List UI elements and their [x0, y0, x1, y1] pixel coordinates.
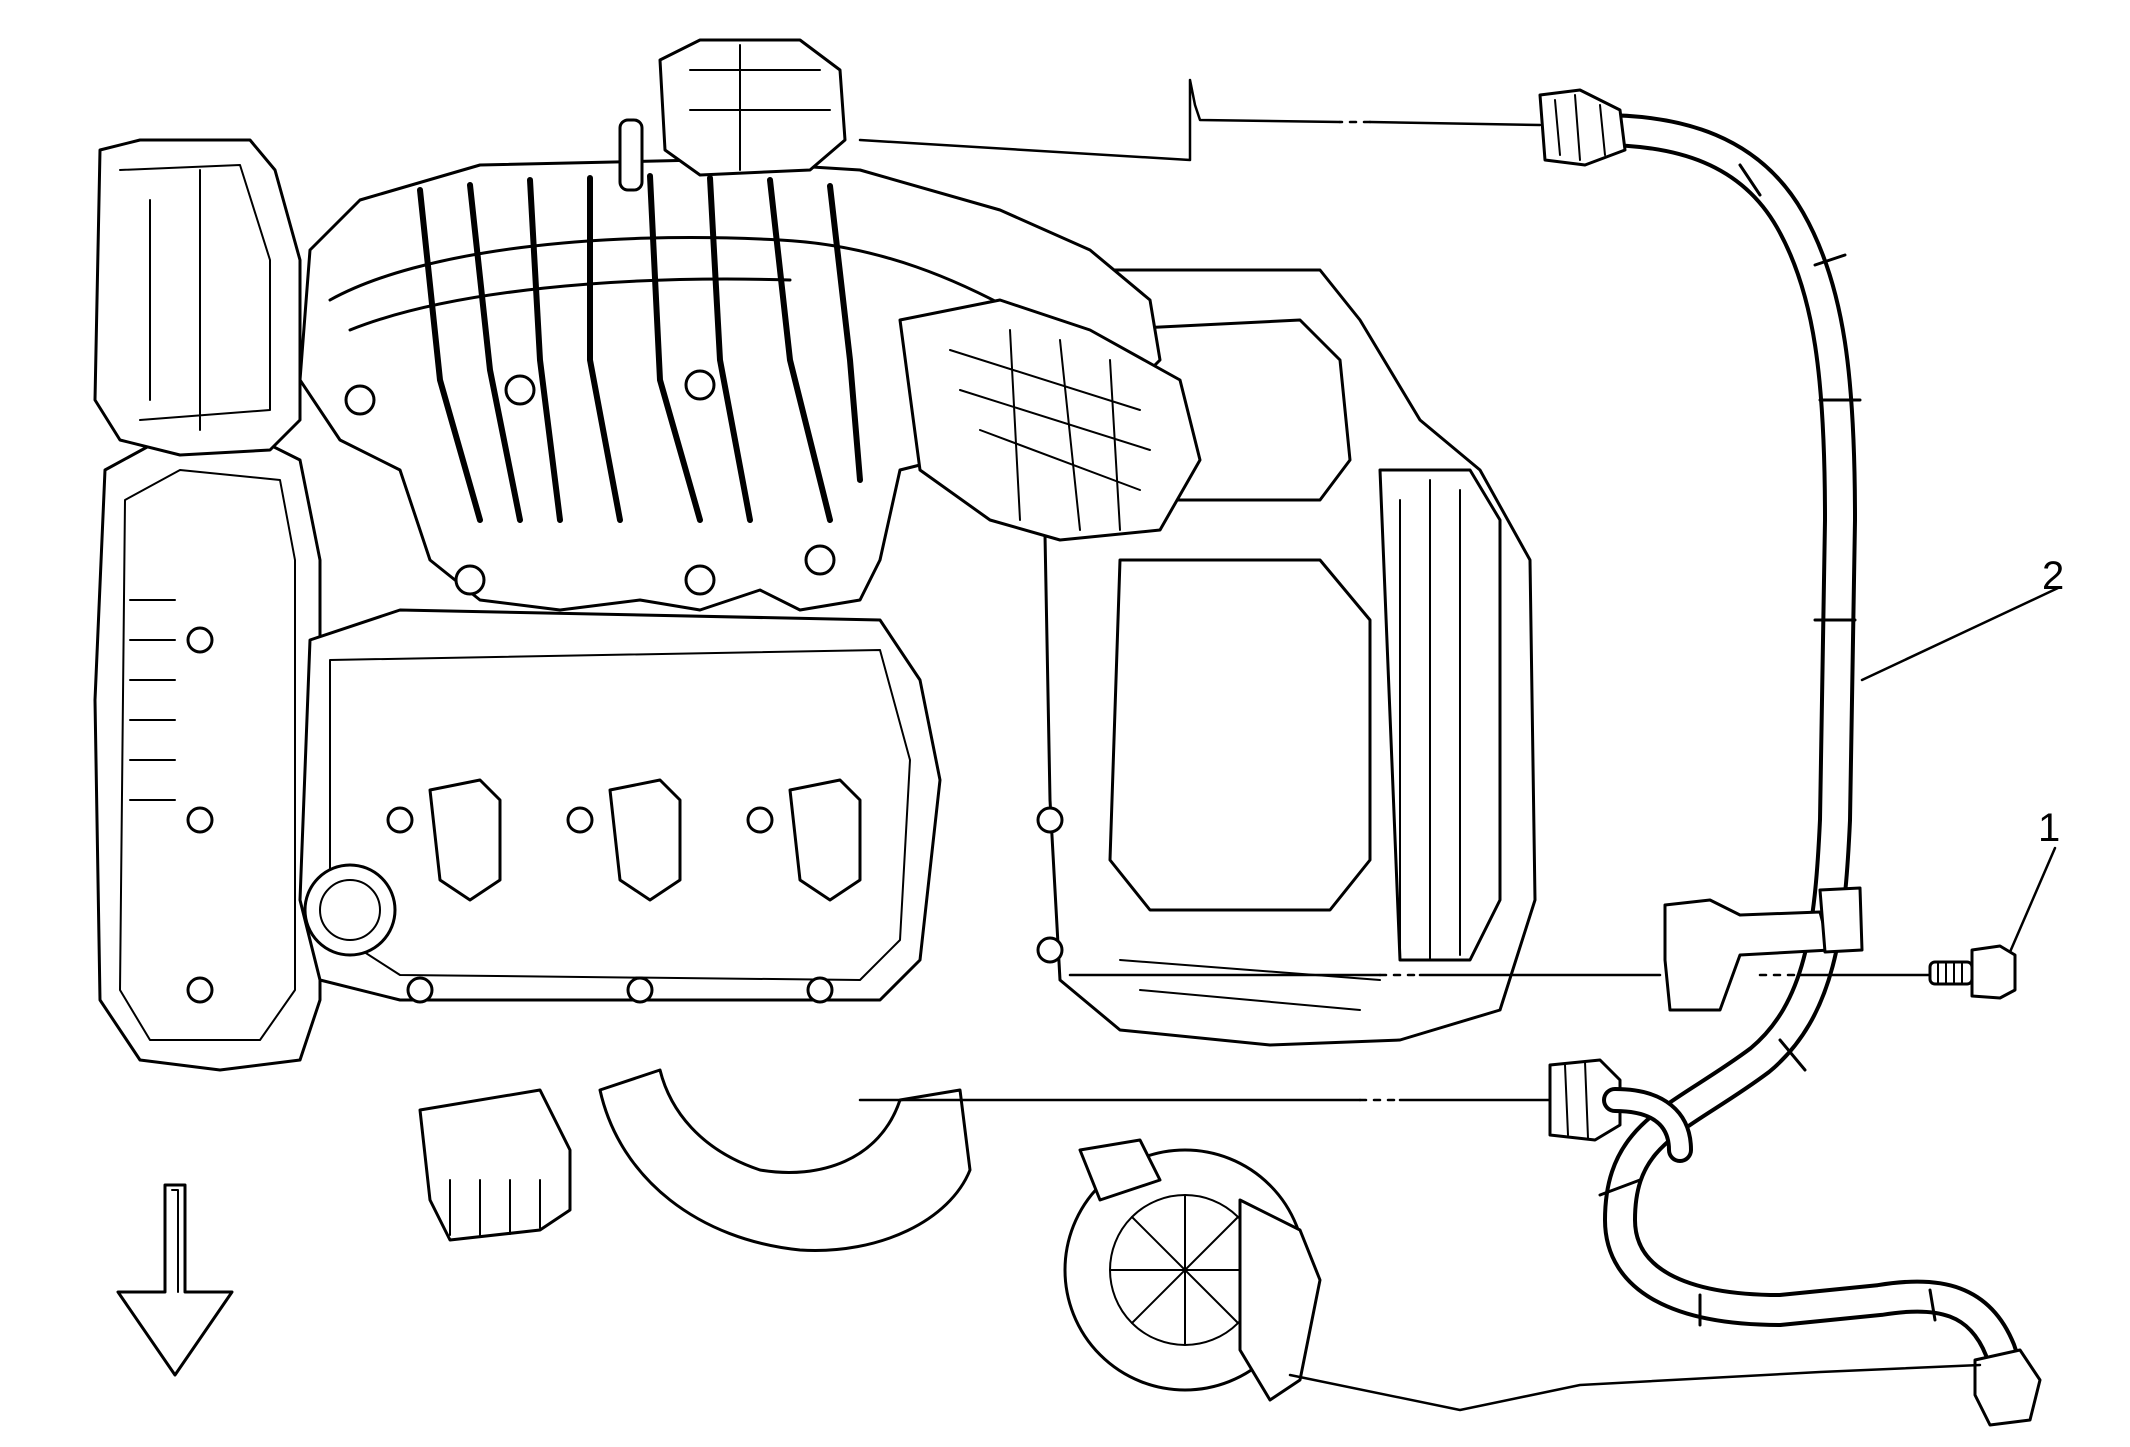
air-pump-connector	[1078, 1138, 1162, 1202]
callout-2-leader	[1860, 586, 2060, 682]
block-panel-2	[1108, 558, 1372, 912]
ignition-coils	[428, 778, 862, 902]
bolt-head	[1970, 944, 2017, 1000]
coil-1	[428, 778, 502, 902]
hose-upper-connector-detail	[1554, 94, 1606, 161]
hose-lower-fitting	[1973, 1348, 2042, 1427]
air-pump-outlet	[1238, 1198, 1322, 1402]
block-panel-3	[1378, 468, 1502, 962]
hose-bands	[1598, 163, 1937, 1327]
coil-2	[608, 778, 682, 902]
hose-upper-connector	[1538, 88, 1627, 167]
front-cover-ribs	[129, 599, 176, 801]
manifold-runners	[417, 173, 863, 523]
assembly-line-upper	[858, 78, 1542, 162]
hose-middle-connector-detail	[1564, 1061, 1589, 1139]
front-cover	[93, 428, 322, 1072]
bolt	[1928, 944, 2017, 1000]
hose-outline	[1583, 113, 2027, 1397]
arrow-down-icon	[116, 1183, 234, 1377]
lower-tube	[598, 1068, 972, 1252]
hose-body	[1587, 117, 2023, 1393]
callout-1-label: 1	[2038, 806, 2061, 850]
thermostat-housing	[658, 38, 847, 177]
coil-3	[788, 778, 862, 902]
callout-2-label: 2	[2042, 554, 2065, 598]
throttle-body-detail	[949, 329, 1151, 531]
hose-bracket	[1663, 898, 1832, 1012]
throttle-body	[898, 298, 1202, 542]
oil-fill-cap	[303, 863, 397, 957]
air-pump-spokes	[1109, 1194, 1261, 1346]
manifold-plenum-lines	[328, 236, 1032, 332]
hose-bracket-tab	[1818, 886, 1864, 954]
bolt-shank	[1928, 960, 1974, 986]
vent-tube	[618, 118, 644, 192]
leader-lines	[858, 78, 2060, 1412]
engine-assembly	[93, 38, 1537, 1402]
thermostat-detail	[689, 44, 831, 171]
oil-filter	[418, 1088, 572, 1242]
oil-filter-ribs	[449, 1179, 541, 1237]
bolt-threads	[1937, 961, 1963, 985]
manifold-bolts	[186, 369, 1064, 1004]
hose-middle-branch-fill	[1606, 1091, 1689, 1159]
block-rib-lines	[1119, 479, 1461, 1011]
assembly-line-lower	[1288, 1363, 1982, 1412]
hose-assembly	[1538, 88, 2042, 1427]
oil-fill-cap-inner	[319, 879, 381, 941]
cam-cover-detail	[119, 164, 271, 431]
cam-cover-upper-left	[93, 138, 302, 457]
callout-1-leader	[2008, 846, 2057, 954]
front-cover-inner	[119, 469, 296, 1041]
